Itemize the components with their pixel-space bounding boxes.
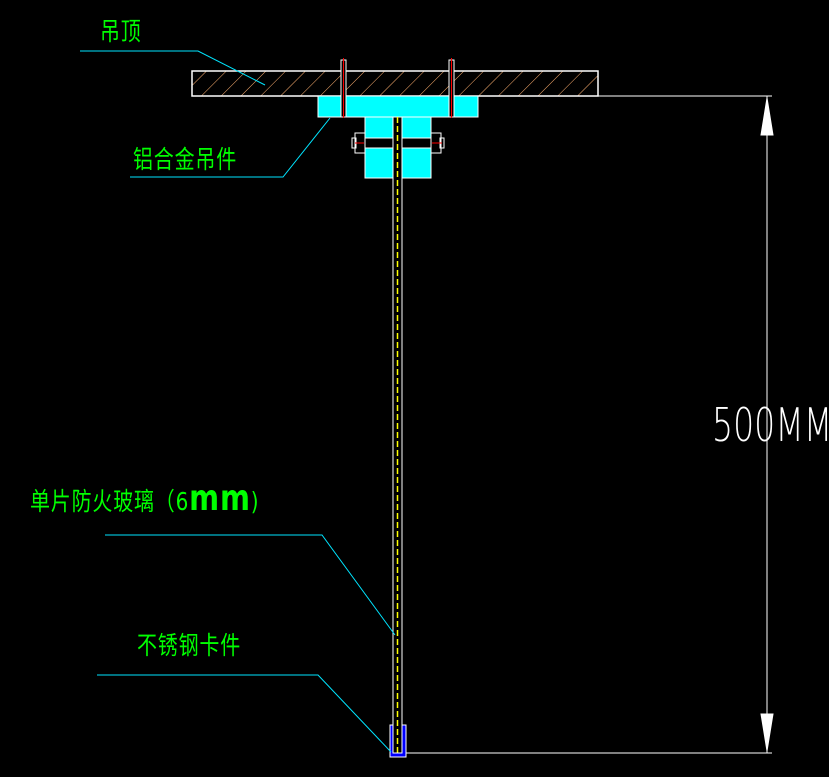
label-glass-suffix: )	[250, 487, 260, 516]
leader-lines	[80, 50, 396, 753]
through-bolt	[351, 132, 445, 154]
fire-glass-panel	[392, 116, 403, 756]
label-glass: 单片防火玻璃（6mm)	[30, 478, 259, 519]
steel-clip	[389, 724, 407, 758]
label-clip: 不锈钢卡件	[137, 631, 242, 660]
anchor-bolts	[340, 58, 455, 118]
label-glass-prefix: 单片防火玻璃（6	[30, 487, 190, 516]
label-glass-unit: mm	[189, 478, 251, 519]
label-bracket: 铝合金吊件	[133, 145, 238, 174]
label-ceiling: 吊顶	[100, 17, 142, 46]
dimension-line	[406, 95, 774, 754]
dimension-text: 500MM	[712, 398, 829, 452]
ceiling-slab	[191, 70, 599, 97]
